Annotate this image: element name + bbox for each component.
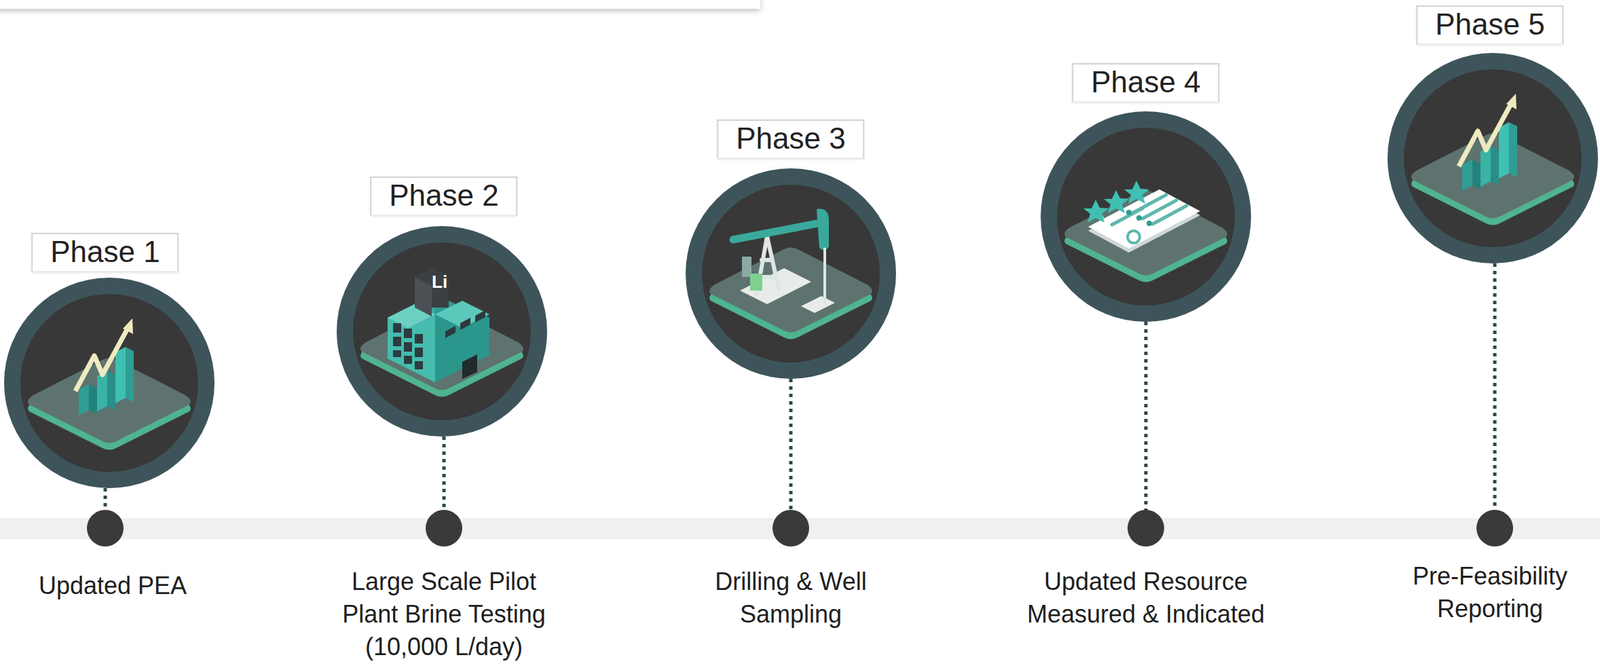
- phase-description: Drilling & Well Sampling: [682, 565, 900, 631]
- phase-node: Phase 2 Large Scale Pilot Plant Brine Tes…: [321, 176, 567, 666]
- phase-label: Phase 1: [31, 232, 179, 273]
- phase-node: Phase 1Updated PEA: [0, 232, 218, 666]
- factory-logo: Li: [431, 272, 448, 291]
- phase-description: Updated Resource Measured & Indicated: [1013, 565, 1279, 631]
- phase-node: Phase 4 Updated Resource Measured & Indic…: [1013, 63, 1279, 666]
- phase-label: Phase 3: [716, 119, 865, 159]
- phase-label: Phase 5: [1416, 5, 1564, 45]
- phase-description: Large Scale Pilot Plant Brine Testing (1…: [321, 565, 567, 664]
- phase-label: Phase 2: [369, 176, 518, 216]
- phase-description: Updated PEA: [4, 569, 222, 603]
- phase-label: Phase 4: [1071, 63, 1220, 103]
- phase-node: Phase 5 Pre-Feasibility Reporting: [1378, 5, 1600, 666]
- phase-node: Phase 3 Drilling & Well Sampling: [678, 119, 903, 666]
- phase-description: Pre-Feasibility Reporting: [1388, 560, 1592, 626]
